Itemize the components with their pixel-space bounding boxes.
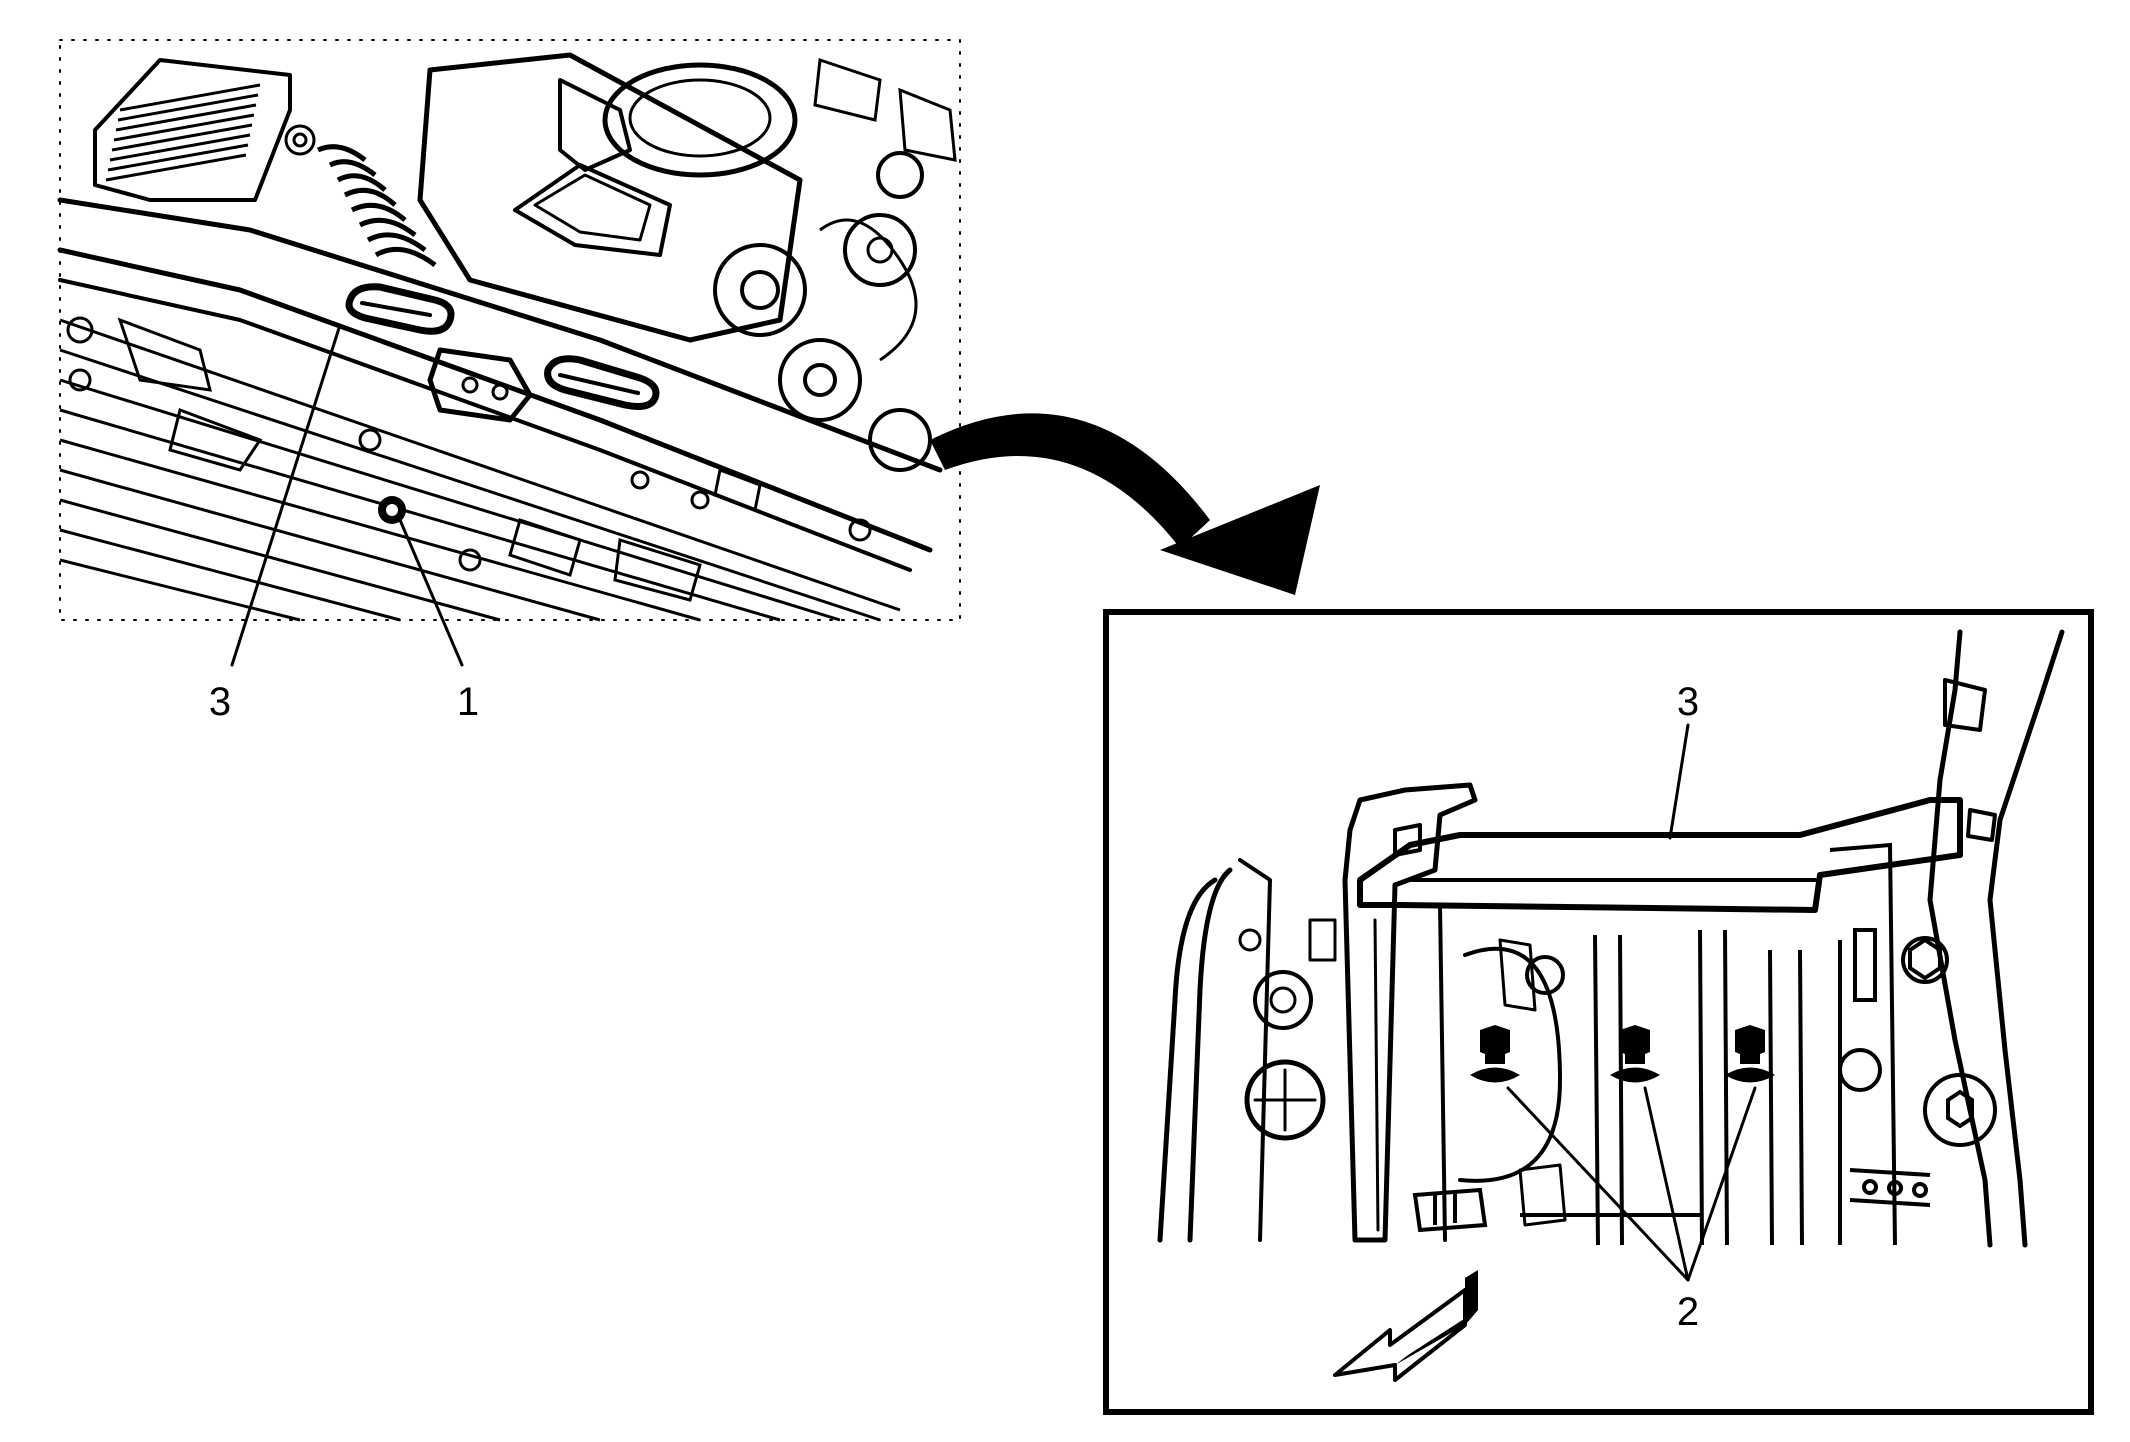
right-side-components bbox=[1838, 928, 1997, 1207]
detail-inset-illustration bbox=[1157, 629, 2065, 1248]
bolt-icon bbox=[1470, 1025, 1520, 1083]
callout-1-overview: 1 bbox=[457, 680, 479, 724]
leader-line-3-overview bbox=[230, 323, 342, 667]
engine-cover bbox=[417, 52, 803, 343]
throttle-body bbox=[558, 62, 798, 178]
leader-line-2b-detail bbox=[1643, 1086, 1690, 1282]
leader-line-1-overview bbox=[398, 518, 464, 667]
radiator-frame-members bbox=[1520, 842, 1897, 1246]
leader-line-2c-detail bbox=[1686, 1086, 1757, 1282]
headlamp-assembly bbox=[1157, 858, 1337, 1243]
detail-inset-frame bbox=[1103, 609, 2094, 1415]
bolt-icon bbox=[378, 496, 406, 524]
callout-3-overview: 3 bbox=[209, 680, 231, 724]
radiator-core bbox=[59, 318, 901, 622]
overview-border bbox=[59, 39, 961, 621]
support-openings bbox=[345, 283, 660, 410]
hood-latch-bracket bbox=[427, 347, 533, 423]
overview-engine-bay-illustration bbox=[57, 39, 961, 622]
callout-2-detail: 2 bbox=[1677, 1290, 1699, 1334]
bolt-icon bbox=[1725, 1025, 1775, 1083]
curved-arrow-icon bbox=[930, 413, 1320, 595]
wiring-connector bbox=[1412, 1187, 1488, 1233]
vehicle-front-arrow-icon bbox=[1333, 1270, 1478, 1382]
fender-edge bbox=[1927, 629, 2065, 1248]
leader-line-3-detail bbox=[1668, 723, 1690, 840]
intake-duct bbox=[316, 144, 437, 268]
radiator-support-tie-bar bbox=[1357, 797, 1963, 913]
air-filter-box bbox=[93, 58, 292, 202]
misc-engine-components bbox=[66, 57, 957, 602]
leader-line-2a-detail bbox=[1506, 1086, 1690, 1282]
callout-3-detail: 3 bbox=[1677, 680, 1699, 724]
bolt-icon bbox=[1610, 1025, 1660, 1083]
horn bbox=[1458, 938, 1567, 1227]
left-upright-bracket bbox=[1342, 782, 1478, 1243]
